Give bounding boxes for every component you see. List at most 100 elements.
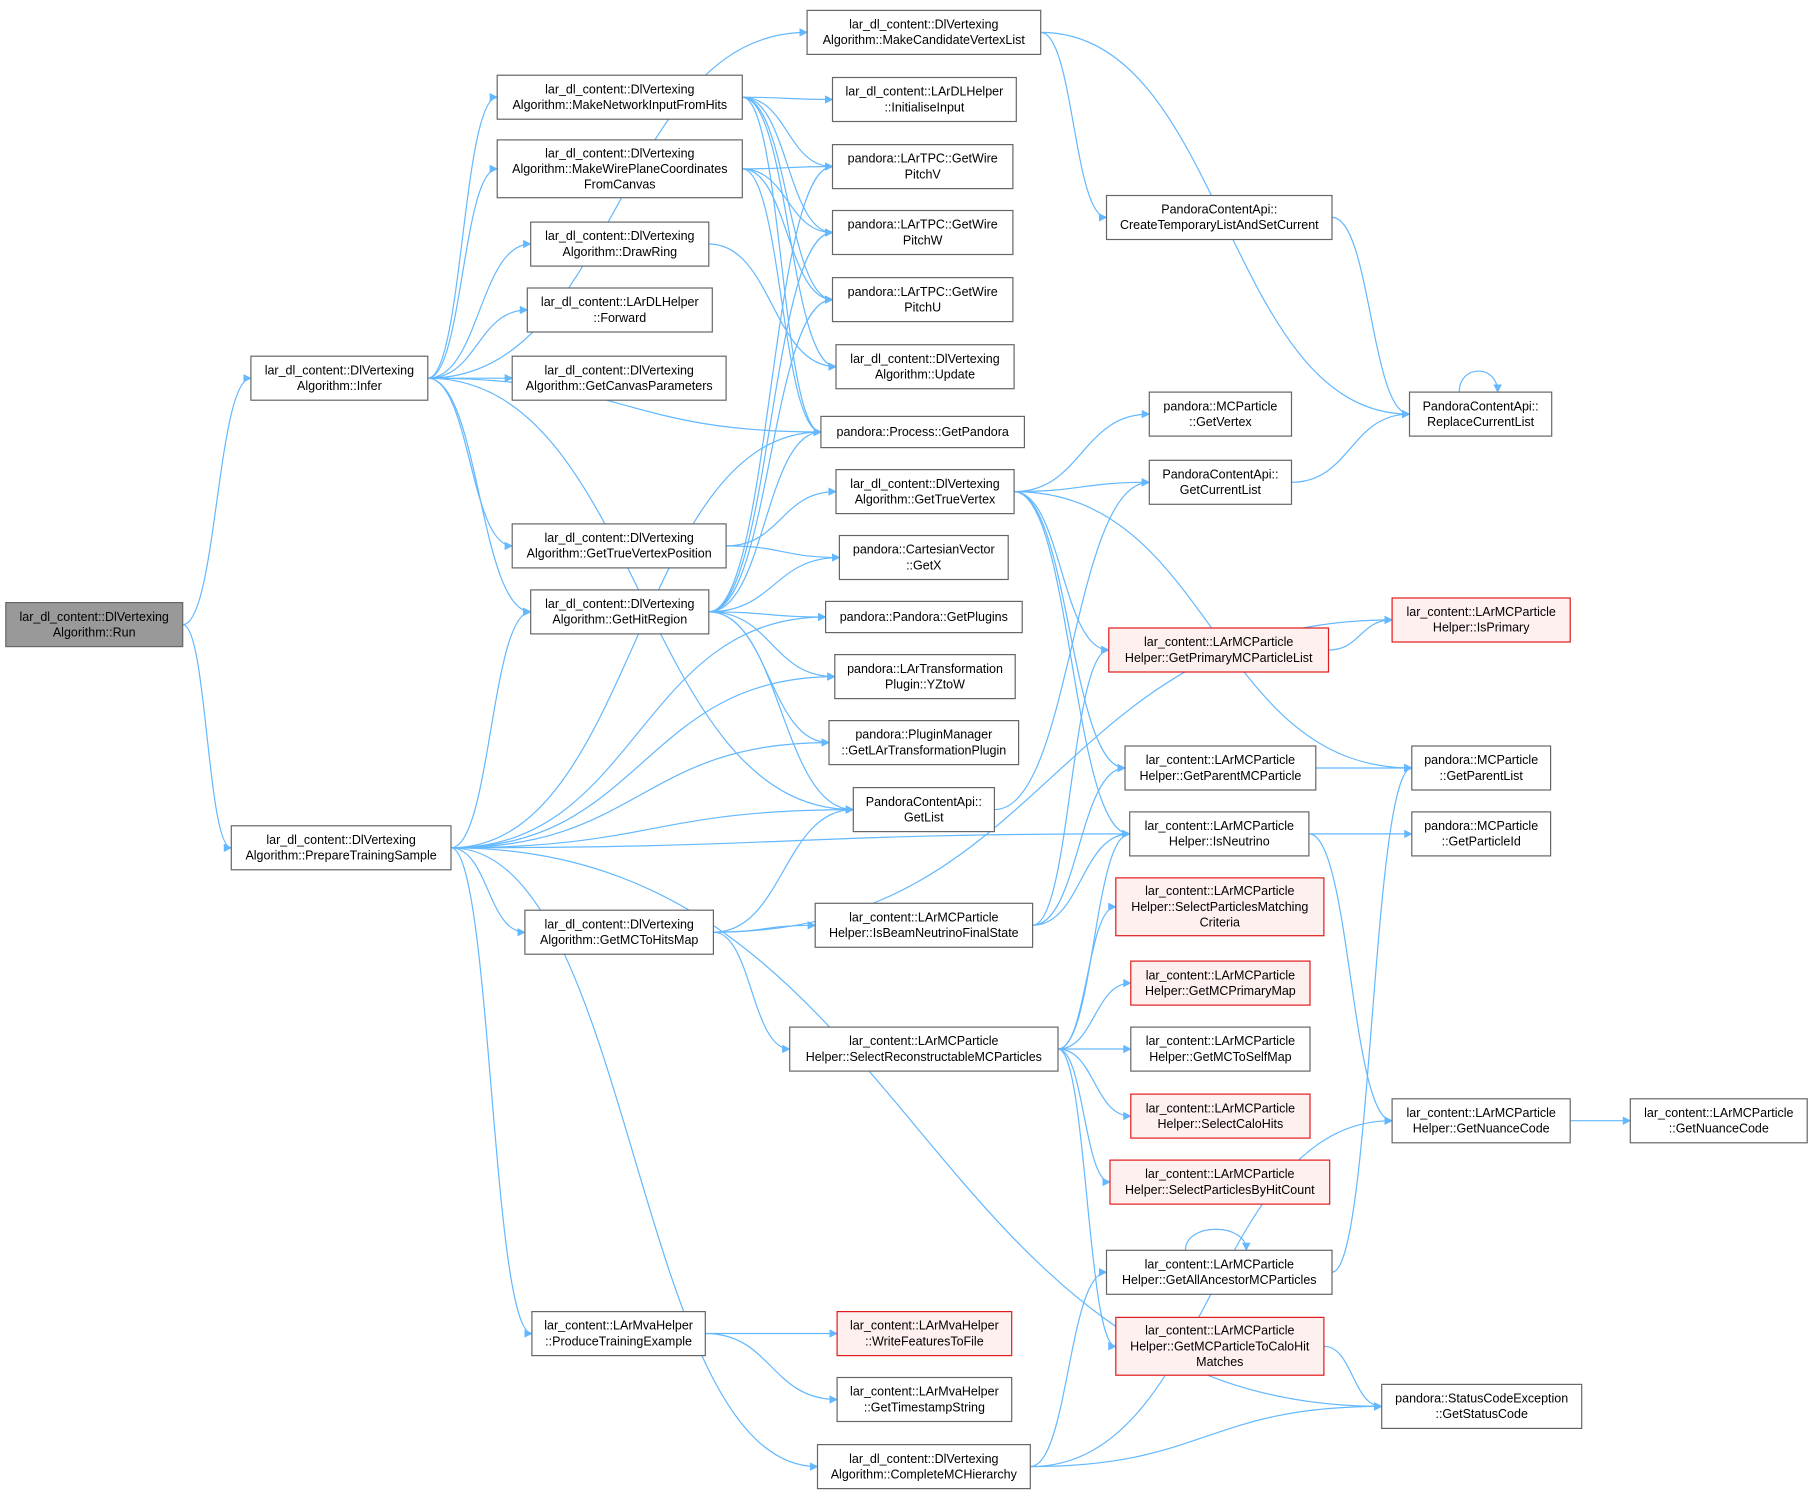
node-getallanc[interactable]: lar_content::LArMCParticleHelper::GetAll…: [1105, 1249, 1333, 1295]
node-label-line: lar_content::LArMCParticle: [849, 1034, 998, 1048]
edge-gethit-to-pitchw: [708, 228, 834, 613]
edge-gettv-to-mcvertex: [1013, 409, 1151, 493]
node-label-line: Algorithm::GetHitRegion: [552, 613, 687, 627]
node-getparentmc[interactable]: lar_content::LArMCParticleHelper::GetPar…: [1124, 745, 1317, 791]
node-isprimary[interactable]: lar_content::LArMCParticleHelper::IsPrim…: [1391, 597, 1571, 643]
node-yztow[interactable]: pandora::LArTransformationPlugin::YZtoW: [834, 653, 1016, 700]
node-box: [838, 534, 1009, 581]
node-mkwire[interactable]: lar_dl_content::DlVertexingAlgorithm::Ma…: [496, 139, 743, 199]
node-gettvpos[interactable]: lar_dl_content::DlVertexingAlgorithm::Ge…: [511, 523, 727, 569]
node-selcalo[interactable]: lar_content::LArMCParticleHelper::Select…: [1130, 1093, 1311, 1139]
node-mcvertex[interactable]: pandora::MCParticle::GetVertex: [1148, 391, 1293, 437]
node-produce[interactable]: lar_content::LArMvaHelper::ProduceTraini…: [531, 1310, 706, 1357]
node-box: [524, 909, 715, 955]
node-getparentlist[interactable]: pandora::MCParticle::GetParentList: [1411, 745, 1552, 791]
node-update[interactable]: lar_dl_content::DlVertexingAlgorithm::Up…: [835, 344, 1015, 390]
node-mknet[interactable]: lar_dl_content::DlVertexingAlgorithm::Ma…: [496, 74, 743, 120]
node-box: [836, 1310, 1013, 1357]
node-selbyhit[interactable]: lar_content::LArMCParticleHelper::Select…: [1109, 1159, 1331, 1205]
node-selmatch[interactable]: lar_content::LArMCParticleHelper::Select…: [1115, 877, 1325, 937]
node-completemc[interactable]: lar_dl_content::DlVertexingAlgorithm::Co…: [816, 1443, 1031, 1490]
node-drawring[interactable]: lar_dl_content::DlVertexingAlgorithm::Dr…: [530, 221, 710, 267]
node-label-line: lar_dl_content::DlVertexing: [544, 917, 693, 931]
node-mkcand[interactable]: lar_dl_content::DlVertexingAlgorithm::Ma…: [806, 9, 1042, 55]
node-label-line: lar_dl_content::LArDLHelper: [846, 85, 1004, 99]
node-label-line: ::GetLArTransformationPlugin: [841, 743, 1006, 757]
edge-prep-to-getlist: [450, 805, 855, 849]
node-getmctohits[interactable]: lar_dl_content::DlVertexingAlgorithm::Ge…: [524, 909, 715, 955]
node-run[interactable]: lar_dl_content::DlVertexingAlgorithm::Ru…: [5, 601, 184, 648]
node-label-line: PitchU: [904, 300, 941, 314]
node-gethit[interactable]: lar_dl_content::DlVertexingAlgorithm::Ge…: [530, 589, 710, 635]
node-selrecon[interactable]: lar_content::LArMCParticleHelper::Select…: [789, 1026, 1059, 1072]
node-prep[interactable]: lar_dl_content::DlVertexingAlgorithm::Pr…: [230, 825, 452, 871]
node-getpandora[interactable]: pandora::Process::GetPandora: [820, 415, 1026, 449]
node-label-line: ::GetParentList: [1440, 769, 1524, 783]
edge-completemc-to-getstatus: [1030, 1402, 1383, 1468]
node-isbeam[interactable]: lar_content::LArMCParticleHelper::IsBeam…: [814, 902, 1034, 948]
node-label-line: lar_dl_content::DlVertexing: [850, 352, 999, 366]
edge-mkcand-to-createtemp: [1040, 31, 1108, 222]
node-box: [1391, 1098, 1571, 1144]
edge-gethit-to-getlist: [708, 611, 855, 814]
edge-gettv-to-getparentmc: [1013, 491, 1126, 773]
edge-gettv-to-getprimlist: [1013, 491, 1110, 655]
node-label-line: pandora::MCParticle: [1424, 819, 1538, 833]
node-getprimlist[interactable]: lar_content::LArMCParticleHelper::GetPri…: [1108, 627, 1330, 673]
node-label-line: ::Forward: [593, 311, 646, 325]
node-gettimestamp[interactable]: lar_content::LArMvaHelper::GetTimestampS…: [836, 1376, 1013, 1423]
node-getnuance[interactable]: lar_content::LArMCParticleHelper::GetNua…: [1391, 1098, 1571, 1144]
node-label-line: lar_content::LArMCParticle: [1146, 1034, 1295, 1048]
node-box: [1130, 1093, 1311, 1139]
node-writefeat[interactable]: lar_content::LArMvaHelper::WriteFeatures…: [836, 1310, 1013, 1357]
node-forward[interactable]: lar_dl_content::LArDLHelper::Forward: [526, 287, 713, 333]
node-label-line: PandoraContentApi::: [1423, 399, 1539, 413]
node-label-line: ::GetNuanceCode: [1669, 1122, 1769, 1136]
node-getmctoself[interactable]: lar_content::LArMCParticleHelper::GetMCT…: [1130, 1026, 1311, 1072]
node-getnuance2[interactable]: lar_content::LArMCParticle::GetNuanceCod…: [1629, 1098, 1808, 1144]
node-label-line: Helper::GetPrimaryMCParticleList: [1125, 651, 1313, 665]
node-box: [1130, 1026, 1311, 1072]
node-label-line: lar_content::LArMCParticle: [1145, 1167, 1294, 1181]
edge-getallanc-to-getparentlist: [1331, 763, 1413, 1273]
edge-isneutrino-to-getnuance: [1308, 833, 1393, 1125]
node-getplugins[interactable]: pandora::Pandora::GetPlugins: [824, 600, 1023, 634]
node-label-line: Algorithm::Infer: [297, 379, 382, 393]
node-createtemp[interactable]: PandoraContentApi::CreateTemporaryListAn…: [1105, 194, 1333, 241]
node-getcurrent[interactable]: PandoraContentApi::GetCurrentList: [1148, 459, 1293, 505]
node-replace[interactable]: PandoraContentApi::ReplaceCurrentList: [1408, 391, 1553, 437]
edge-mknet-to-pitchu: [742, 96, 834, 304]
edge-prep-to-getpandora: [450, 427, 822, 849]
node-getlist[interactable]: PandoraContentApi::GetList: [852, 786, 995, 833]
node-getlartp[interactable]: pandora::PluginManager::GetLArTransforma…: [828, 719, 1020, 766]
node-label-line: lar_content::LArMvaHelper: [850, 1319, 999, 1333]
node-box: [5, 601, 184, 648]
node-box: [526, 287, 713, 333]
node-initinput[interactable]: lar_dl_content::LArDLHelper::InitialiseI…: [831, 76, 1017, 123]
node-label-line: lar_dl_content::DlVertexing: [544, 531, 693, 545]
node-gettv[interactable]: lar_dl_content::DlVertexingAlgorithm::Ge…: [835, 469, 1015, 515]
node-label-line: ReplaceCurrentList: [1427, 415, 1535, 429]
edge-prep-to-produce: [450, 847, 533, 1338]
edge-getmctohits-to-selrecon: [713, 931, 791, 1054]
node-label-line: Matches: [1196, 1355, 1243, 1369]
edge-gethit-to-yztow: [708, 611, 836, 681]
edge-getprimlist-to-isprimary: [1328, 615, 1393, 651]
node-getmcprim[interactable]: lar_content::LArMCParticleHelper::GetMCP…: [1130, 960, 1311, 1006]
edge-gethit-to-getpandora: [708, 427, 822, 613]
node-isneutrino[interactable]: lar_content::LArMCParticleHelper::IsNeut…: [1129, 811, 1310, 857]
node-getstatus[interactable]: pandora::StatusCodeException::GetStatusC…: [1381, 1383, 1583, 1430]
node-getpid[interactable]: pandora::MCParticle::GetParticleId: [1411, 811, 1552, 857]
node-getx[interactable]: pandora::CartesianVector::GetX: [838, 534, 1009, 581]
node-label-line: pandora::MCParticle: [1424, 753, 1538, 767]
node-infer[interactable]: lar_dl_content::DlVertexingAlgorithm::In…: [250, 355, 429, 401]
node-label-line: ::GetParticleId: [1442, 835, 1521, 849]
node-getmctocalo[interactable]: lar_content::LArMCParticleHelper::GetMCP…: [1115, 1316, 1325, 1376]
node-box: [1408, 391, 1553, 437]
node-label-line: lar_content::LArMCParticle: [1145, 884, 1294, 898]
node-getcanvas[interactable]: lar_dl_content::DlVertexingAlgorithm::Ge…: [511, 355, 727, 401]
